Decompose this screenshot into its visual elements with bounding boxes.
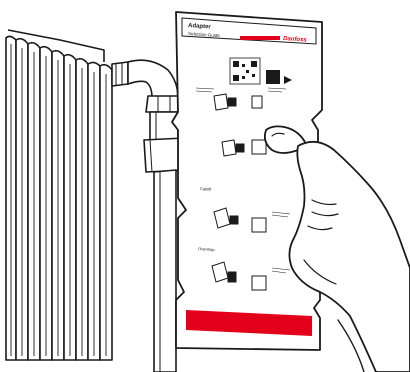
brand-stripe — [240, 36, 280, 40]
section-label-caleffi: Caleffi — [200, 186, 212, 192]
adapter-guide-board: Adapter Selection Guide Danfoss — [172, 12, 322, 350]
pipe-elbow — [112, 60, 184, 112]
black-square-swatch — [266, 70, 280, 84]
radiator — [6, 30, 112, 360]
